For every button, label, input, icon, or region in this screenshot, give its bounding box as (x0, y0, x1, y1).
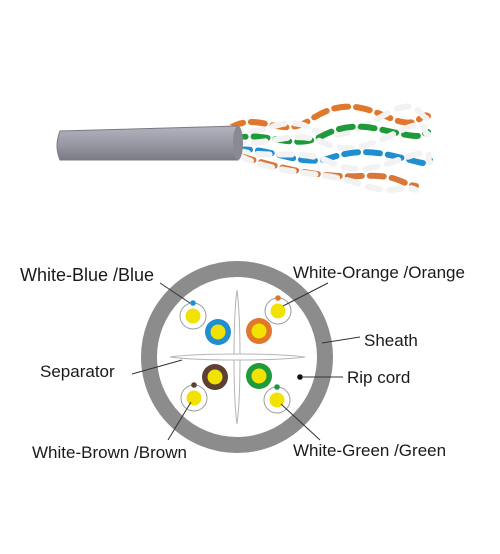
label-sheath: Sheath (364, 331, 418, 350)
label-white-orange: White-Orange /Orange (293, 263, 465, 282)
labels: White-Blue /Blue White-Orange /Orange Sh… (20, 263, 465, 462)
leader-white-brown (167, 401, 192, 441)
brown-conductor (202, 364, 228, 390)
label-rip-cord: Rip cord (347, 368, 410, 387)
cable-jacket (56, 125, 239, 161)
leader-sheath (321, 336, 361, 344)
leader-white-green (280, 403, 321, 441)
green-conductor (246, 363, 272, 389)
blue-conductor (205, 319, 231, 345)
cross-section (141, 261, 333, 453)
label-white-brown: White-Brown /Brown (32, 443, 187, 462)
white-orange-conductor (264, 295, 292, 325)
white-blue-conductor (179, 300, 207, 330)
rip-cord-dot (297, 374, 303, 380)
label-white-green: White-Green /Green (293, 441, 446, 460)
twisted-pairs (227, 103, 433, 193)
leader-separator (131, 359, 183, 375)
separator (169, 289, 306, 425)
leader-lines (131, 282, 361, 441)
white-brown-conductor (180, 382, 208, 412)
jacket-end (233, 126, 243, 160)
leader-white-orange (282, 282, 329, 307)
orange-conductor (246, 318, 272, 344)
label-white-blue: White-Blue /Blue (20, 265, 154, 285)
cable-illustration (56, 103, 433, 193)
leader-white-blue (159, 282, 191, 304)
label-separator: Separator (40, 362, 115, 381)
